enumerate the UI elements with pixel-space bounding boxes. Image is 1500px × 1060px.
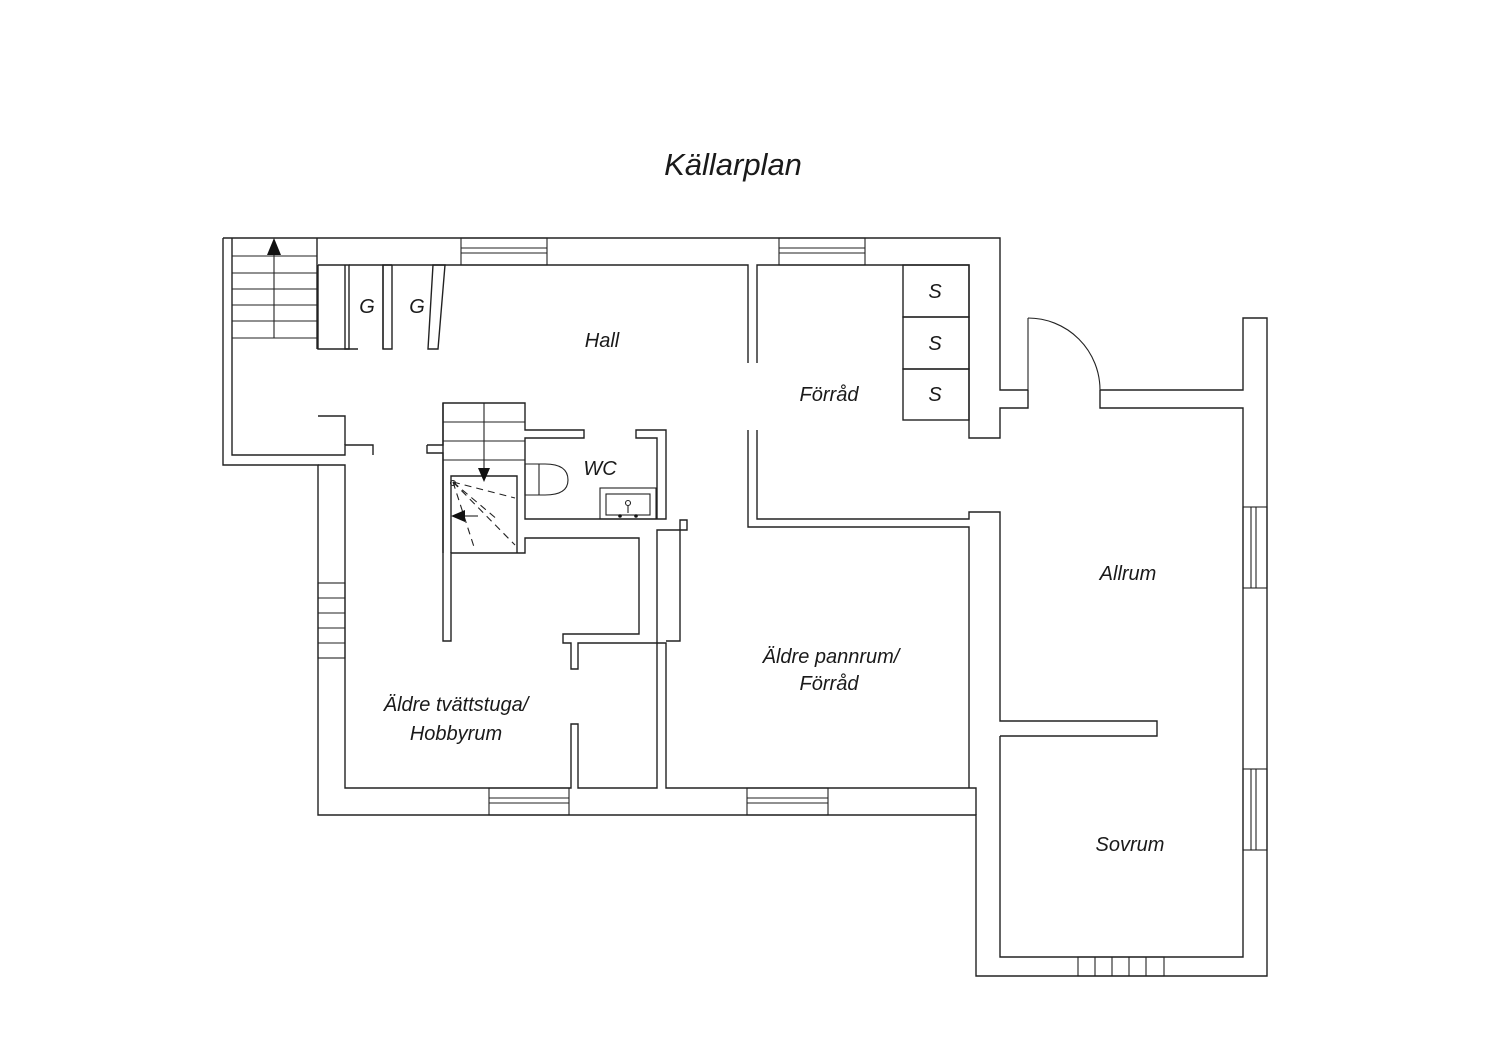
room-label-allrum: Allrum	[1099, 563, 1157, 585]
room-label-pannrum: Äldre pannrum/	[762, 646, 902, 668]
vent-bottom-sovrum	[1077, 956, 1165, 977]
plan-title: Källarplan	[664, 147, 802, 182]
window-bottom-left	[488, 787, 570, 816]
wardrobe-label: G	[359, 296, 375, 318]
storage-label: S	[928, 384, 942, 406]
room-label-tvattstuga: Äldre tvättstuga/	[383, 694, 531, 716]
toilet	[524, 463, 569, 496]
room-label-forrad: Förråd	[800, 384, 860, 406]
interior-walls	[318, 264, 1158, 788]
wardrobe-label: G	[409, 296, 425, 318]
exterior-stair	[232, 238, 317, 339]
window-bottom-middle	[746, 787, 829, 816]
room-label-pannrum-line2: Förråd	[800, 673, 860, 695]
window-right-upper	[1242, 506, 1268, 589]
window-top-left	[460, 237, 548, 266]
arrow-up-icon	[267, 238, 281, 255]
window-right-lower	[1242, 768, 1268, 851]
storage-label: S	[928, 281, 942, 303]
shower	[449, 479, 516, 551]
entrance-door	[1027, 317, 1101, 391]
room-label-hall: Hall	[585, 330, 620, 352]
window-top-right	[778, 237, 866, 266]
room-label-wc: WC	[583, 458, 617, 480]
vent-left-wall	[317, 582, 346, 659]
room-label-tvattstuga-line2: Hobbyrum	[410, 723, 502, 745]
exterior-walls	[222, 237, 1268, 977]
sink	[599, 487, 657, 520]
storage-label: S	[928, 333, 942, 355]
arrow-down-icon	[478, 468, 490, 482]
room-label-sovrum: Sovrum	[1096, 834, 1165, 856]
interior-stair	[443, 403, 525, 482]
windows	[317, 237, 1268, 977]
arrow-left-icon	[451, 510, 465, 522]
